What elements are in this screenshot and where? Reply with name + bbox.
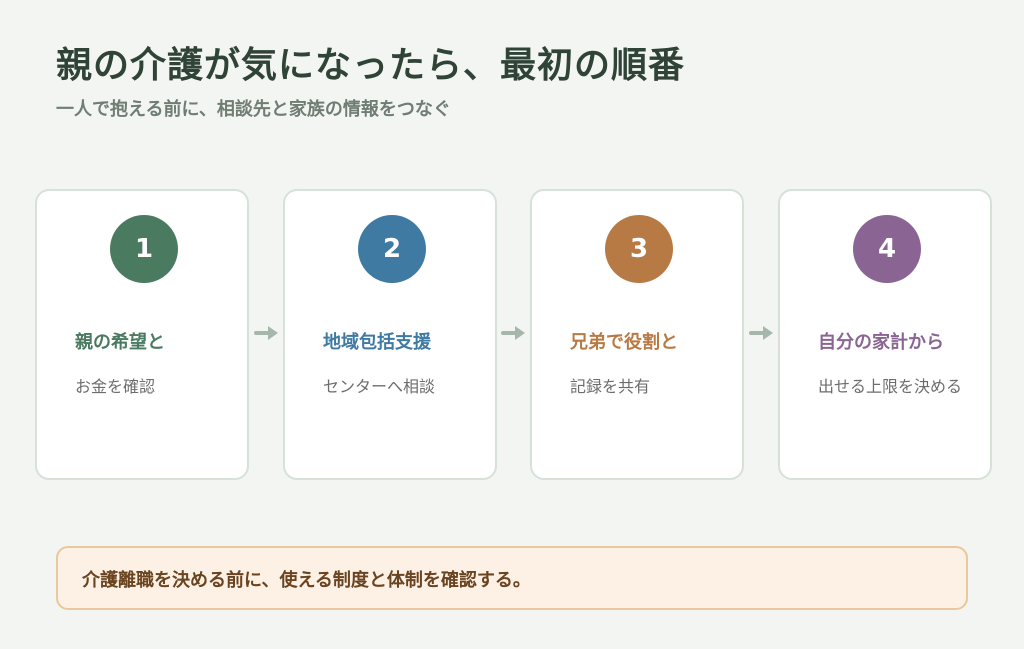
step-title: 地域包括支援 [323,332,431,353]
step-description: 記録を共有 [570,377,651,396]
step-title: 親の希望と [75,332,165,353]
step-title: 兄弟で役割と [570,332,678,353]
arrow-right-icon [254,326,278,340]
step-description: センターへ相談 [323,377,436,396]
step-number-badge: 1 [110,215,178,283]
step-card-4: 4 自分の家計から 出せる上限を決める [778,189,992,480]
note-callout: 介護離職を決める前に、使える制度と体制を確認する。 [56,546,968,610]
note-text: 介護離職を決める前に、使える制度と体制を確認する。 [82,570,531,591]
step-description: 出せる上限を決める [818,377,963,396]
step-number-badge: 2 [358,215,426,283]
step-card-3: 3 兄弟で役割と 記録を共有 [530,189,744,480]
step-card-1: 1 親の希望と お金を確認 [35,189,249,480]
step-description: お金を確認 [75,377,156,396]
page-title: 親の介護が気になったら、最初の順番 [56,45,686,86]
step-number-badge: 3 [605,215,673,283]
step-title: 自分の家計から [818,332,944,353]
step-number-badge: 4 [853,215,921,283]
arrow-right-icon [501,326,525,340]
step-card-2: 2 地域包括支援 センターへ相談 [283,189,497,480]
page-subtitle: 一人で抱える前に、相談先と家族の情報をつなぐ [56,99,451,120]
arrow-right-icon [749,326,773,340]
